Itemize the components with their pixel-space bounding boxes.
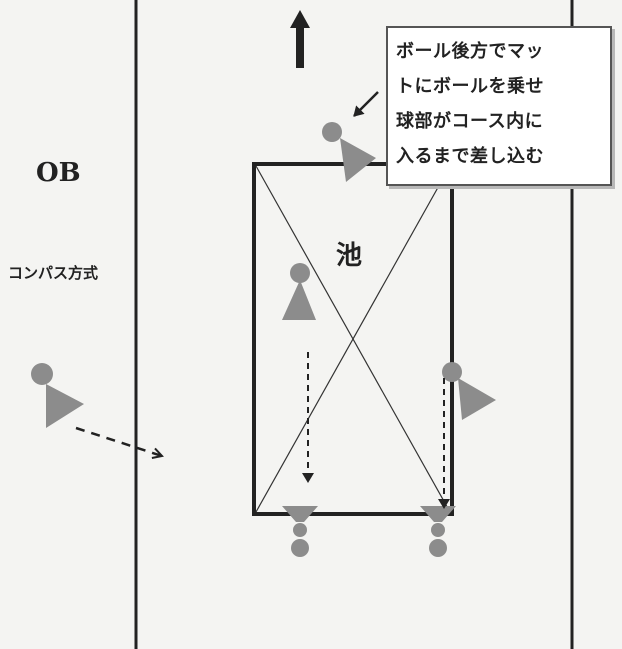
callout-line: 球部がコース内に	[396, 111, 544, 132]
person-marker-icon	[420, 506, 456, 557]
person-marker-icon	[282, 506, 318, 557]
callout-line: 入るまで差し込む	[396, 146, 544, 167]
instruction-callout: ボール後方でマッ トにボールを乗せ 球部がコース内に 入るまで差し込む	[386, 26, 612, 186]
pond-label: 池	[336, 241, 363, 271]
method-label: コンパス方式	[8, 264, 99, 282]
person-marker-icon	[282, 263, 316, 320]
callout-line: ボール後方でマッ	[396, 41, 544, 62]
up-arrow-icon	[290, 10, 310, 68]
callout-line: トにボールを乗せ	[396, 76, 544, 97]
person-marker-icon	[31, 363, 84, 428]
pond-hazard	[252, 162, 454, 516]
person-marker-icon	[442, 362, 496, 420]
person-marker-icon	[322, 122, 376, 182]
dashed-arrow-icon	[75, 426, 162, 456]
callout-pointer-icon	[353, 91, 379, 117]
ob-label: OB	[36, 158, 81, 188]
